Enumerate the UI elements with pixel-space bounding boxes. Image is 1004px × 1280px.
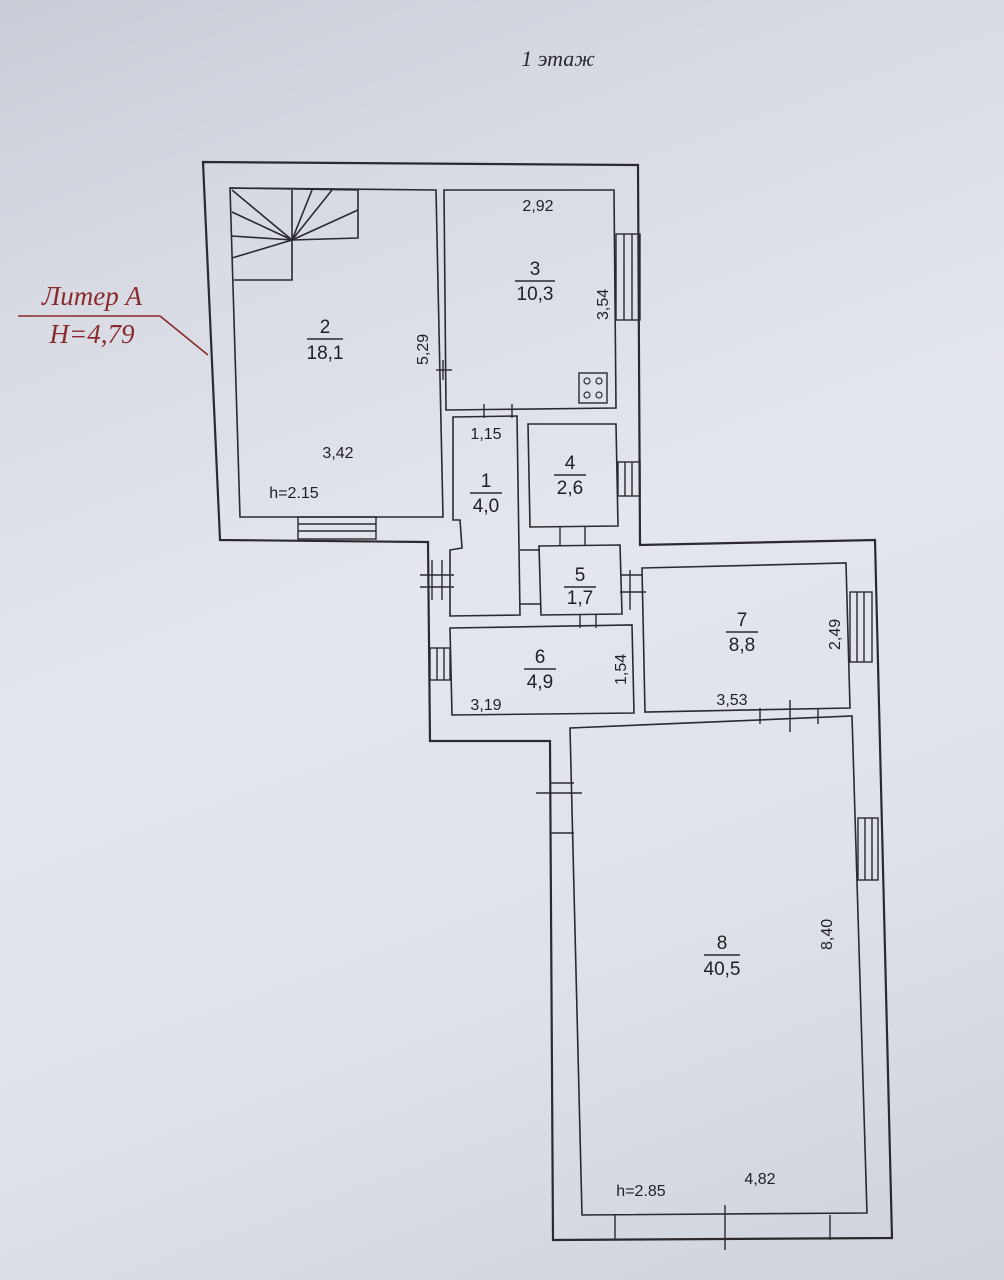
window-room-3 bbox=[615, 233, 641, 321]
room-6-number: 6 bbox=[535, 647, 546, 668]
room2-ceiling-height: h=2.15 bbox=[269, 485, 318, 502]
room-8-area: 40,5 bbox=[704, 959, 741, 980]
dim-room7-width: 3,53 bbox=[716, 692, 747, 709]
door-room-2 bbox=[436, 360, 452, 380]
room-6-label: 6 4,9 bbox=[524, 647, 556, 693]
room-2-area: 18,1 bbox=[307, 343, 344, 364]
room-7-label: 7 8,8 bbox=[726, 610, 758, 656]
door-entrance-8 bbox=[536, 782, 582, 834]
window-room-8-bottom bbox=[614, 1205, 831, 1250]
dim-room6-width: 3,19 bbox=[470, 697, 501, 714]
room-2-outline bbox=[229, 187, 444, 518]
room-1-number: 1 bbox=[481, 471, 492, 492]
dim-room2-height: 5,29 bbox=[415, 334, 432, 365]
door-room-7-8 bbox=[759, 700, 819, 732]
door-room-3-1 bbox=[483, 404, 513, 418]
room-6-outline bbox=[449, 624, 635, 716]
window-room-6 bbox=[429, 647, 451, 681]
liter-leader-line bbox=[159, 315, 209, 356]
room-2-number: 2 bbox=[320, 317, 331, 338]
room-8-number: 8 bbox=[717, 933, 728, 954]
dim-room6-height: 1,54 bbox=[613, 654, 630, 685]
stove-icon bbox=[578, 372, 608, 404]
window-room-7 bbox=[849, 591, 873, 663]
room-6-area: 4,9 bbox=[527, 672, 553, 693]
dim-room1-width: 1,15 bbox=[470, 426, 501, 443]
room-7-outline bbox=[641, 562, 851, 713]
room-4-label: 4 2,6 bbox=[554, 453, 586, 499]
floor-title: 1 этаж bbox=[521, 46, 595, 71]
door-room-5-7 bbox=[620, 570, 646, 610]
liter-label: Литер А H=4,79 bbox=[18, 281, 209, 356]
room-1-label: 1 4,0 bbox=[470, 471, 502, 517]
room-3-number: 3 bbox=[530, 259, 541, 280]
dim-room3-width: 2,92 bbox=[522, 198, 553, 215]
window-room-4 bbox=[617, 461, 641, 497]
door-entrance-1 bbox=[420, 560, 454, 600]
room-5-outline bbox=[538, 544, 623, 616]
window-room-8-right bbox=[857, 817, 879, 881]
room-5-area: 1,7 bbox=[567, 588, 593, 609]
room-5-number: 5 bbox=[575, 565, 586, 586]
dim-room8-height: 8,40 bbox=[819, 919, 836, 950]
dim-room7-height: 2,49 bbox=[827, 619, 844, 650]
room-3-area: 10,3 bbox=[517, 284, 554, 305]
room-8-outline bbox=[569, 715, 868, 1216]
room-4-outline bbox=[527, 423, 619, 528]
room-3-label: 3 10,3 bbox=[515, 259, 555, 305]
room-5-label: 5 1,7 bbox=[564, 565, 596, 609]
window-room-2 bbox=[297, 516, 377, 540]
dim-room8-width: 4,82 bbox=[744, 1171, 775, 1188]
dim-room3-height: 3,54 bbox=[595, 289, 612, 320]
outer-wall bbox=[201, 160, 894, 1242]
liter-name: Литер А bbox=[41, 281, 143, 311]
room-1-outline bbox=[449, 415, 521, 617]
staircase-icon bbox=[229, 187, 359, 281]
room-7-area: 8,8 bbox=[729, 635, 755, 656]
room-7-number: 7 bbox=[737, 610, 748, 631]
room-3-outline bbox=[443, 189, 617, 411]
door-room-4 bbox=[559, 527, 586, 546]
room-8-label: 8 40,5 bbox=[704, 933, 741, 980]
room8-ceiling-height: h=2.85 bbox=[616, 1183, 665, 1200]
liter-height: H=4,79 bbox=[49, 319, 135, 349]
dim-room2-width: 3,42 bbox=[322, 445, 353, 462]
room-1-area: 4,0 bbox=[473, 496, 499, 517]
room-2-label: 2 18,1 bbox=[307, 317, 344, 364]
room-4-number: 4 bbox=[565, 453, 576, 474]
room-4-area: 2,6 bbox=[557, 478, 583, 499]
